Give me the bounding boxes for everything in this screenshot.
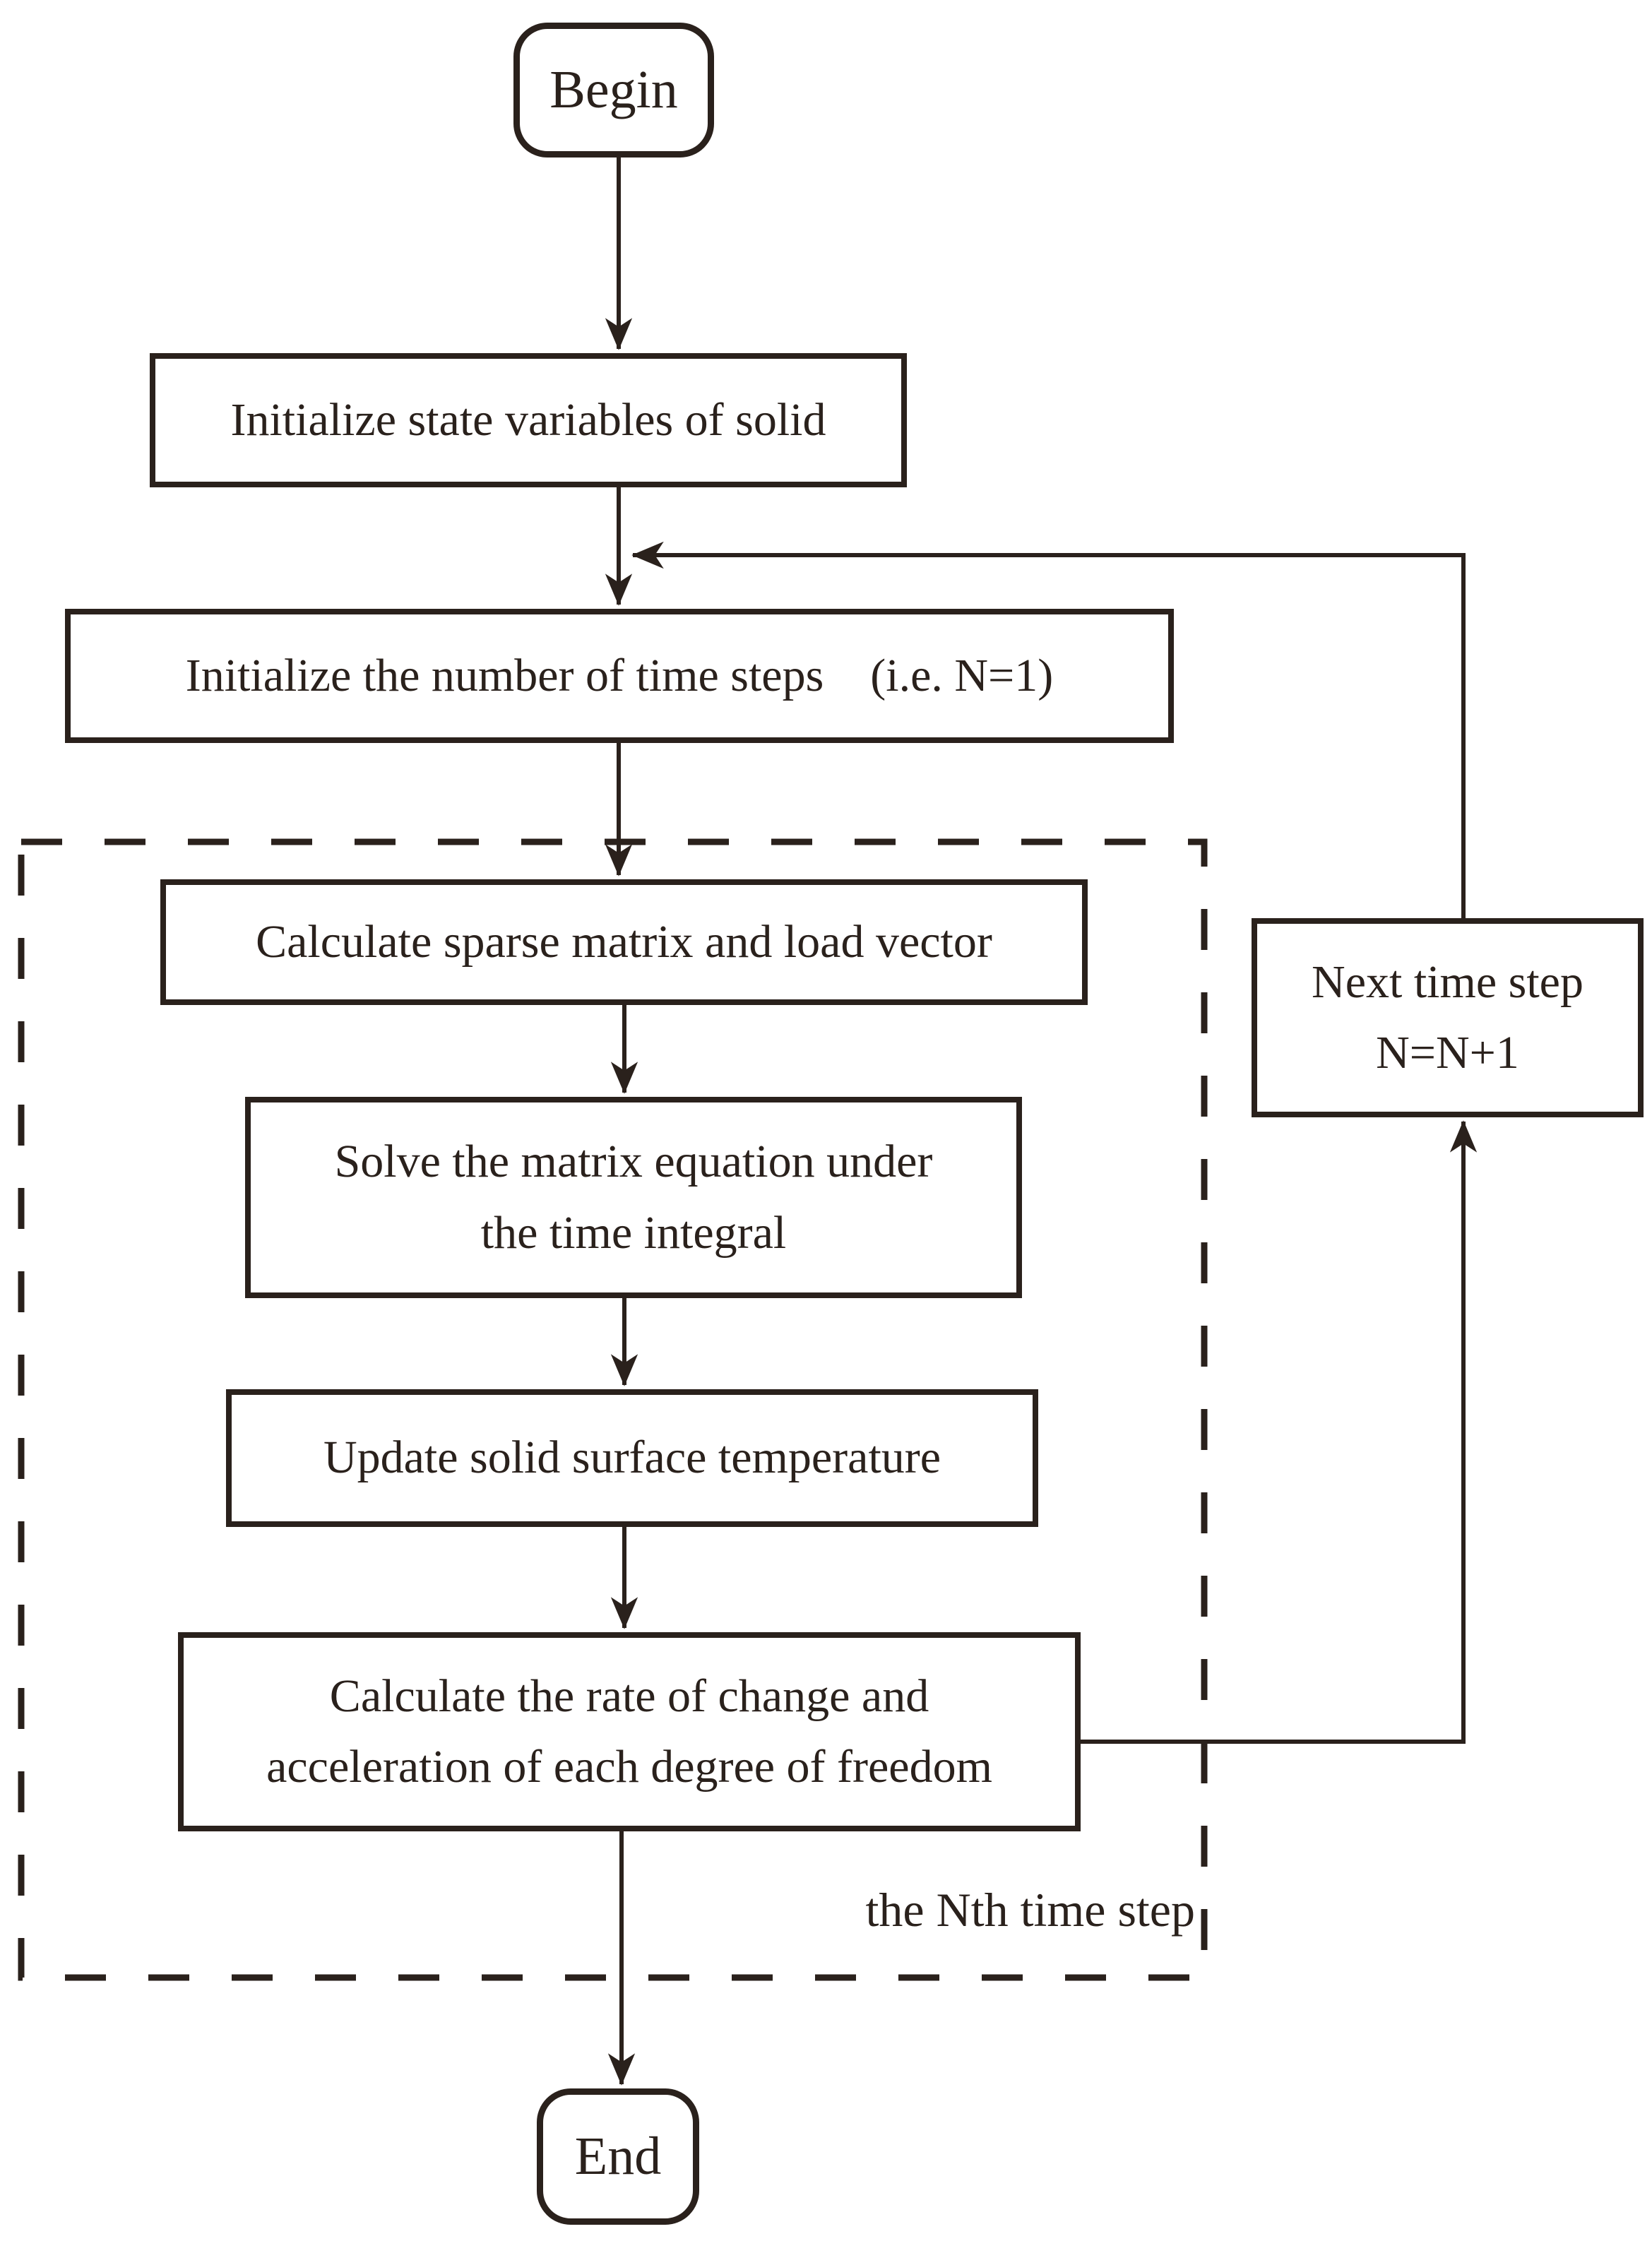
node-update-temp: Update solid surface temperature — [226, 1389, 1038, 1527]
nth-time-step-dashed-region — [18, 838, 1208, 1981]
node-begin-label: Begin — [549, 59, 678, 119]
node-init-steps-label: Initialize the number of time steps (i.e… — [185, 649, 1054, 701]
node-next-step-line2: N=N+1 — [1376, 1027, 1519, 1078]
node-init-state-label: Initialize state variables of solid — [230, 393, 826, 446]
arrow-calc-rate-to-next-step — [1079, 1120, 1478, 1744]
node-calc-matrix: Calculate sparse matrix and load vector — [160, 879, 1088, 1005]
node-next-step: Next time step N=N+1 — [1252, 918, 1644, 1117]
node-calc-rate: Calculate the rate of change and acceler… — [178, 1632, 1081, 1831]
node-calc-rate-line2: acceleration of each degree of freedom — [266, 1741, 992, 1793]
node-end-label: End — [574, 2126, 662, 2186]
node-calc-rate-line1: Calculate the rate of change and — [329, 1670, 929, 1722]
node-init-state: Initialize state variables of solid — [150, 353, 907, 487]
node-end: End — [537, 2088, 699, 2225]
nth-time-step-label: the Nth time step — [865, 1883, 1195, 1937]
node-next-step-line1: Next time step — [1312, 956, 1583, 1008]
node-calc-matrix-label: Calculate sparse matrix and load vector — [256, 915, 992, 968]
arrow-next-step-loop-back — [631, 541, 1466, 918]
node-begin: Begin — [513, 23, 714, 157]
node-update-temp-label: Update solid surface temperature — [323, 1432, 941, 1484]
node-init-steps: Initialize the number of time steps (i.e… — [65, 609, 1174, 743]
node-solve-matrix-line2: the time integral — [480, 1206, 787, 1259]
node-solve-matrix: Solve the matrix equation under the time… — [245, 1097, 1022, 1298]
node-solve-matrix-line1: Solve the matrix equation under — [334, 1136, 933, 1188]
